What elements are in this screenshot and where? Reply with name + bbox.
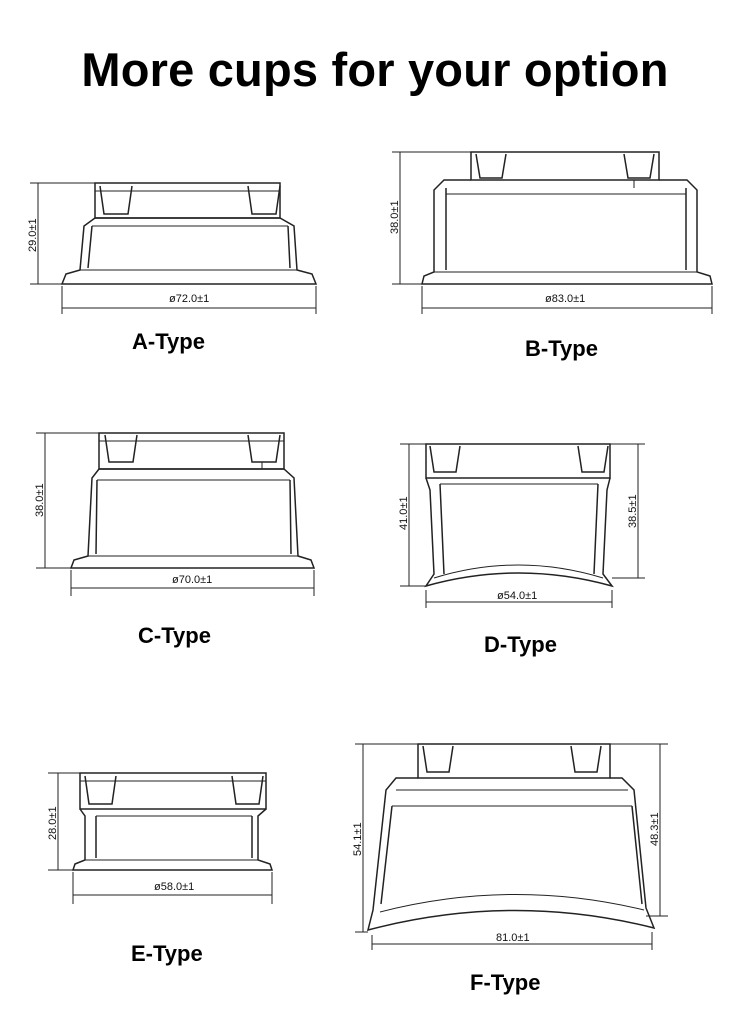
cup-b-width-dim: ø83.0±1: [545, 293, 585, 305]
cup-d-width-dim: ø54.0±1: [497, 590, 537, 602]
page-title: More cups for your option: [81, 43, 669, 96]
cup-b-label: B-Type: [525, 336, 598, 361]
cup-d-height-dim: 41.0±1: [398, 496, 410, 530]
cup-f-width-dim: 81.0±1: [496, 932, 530, 944]
cup-a-width-dim: ø72.0±1: [169, 293, 209, 305]
cup-f-height-dim: 54.1±1: [352, 822, 364, 856]
cup-c-label: C-Type: [138, 623, 211, 648]
cup-e-height-dim: 28.0±1: [47, 806, 59, 840]
cup-e-label: E-Type: [131, 941, 203, 966]
cup-b-height-dim: 38.0±1: [389, 200, 401, 234]
cup-e-width-dim: ø58.0±1: [154, 881, 194, 893]
cup-f-height-dim-right: 48.3±1: [649, 812, 661, 846]
cup-d-label: D-Type: [484, 632, 557, 657]
cup-d-height-dim-right: 38.5±1: [627, 494, 639, 528]
cup-a-label: A-Type: [132, 329, 205, 354]
cup-f-label: F-Type: [470, 970, 541, 995]
cup-a-height-dim: 29.0±1: [27, 218, 39, 252]
cup-c-width-dim: ø70.0±1: [172, 574, 212, 586]
cup-c-height-dim: 38.0±1: [34, 483, 46, 517]
